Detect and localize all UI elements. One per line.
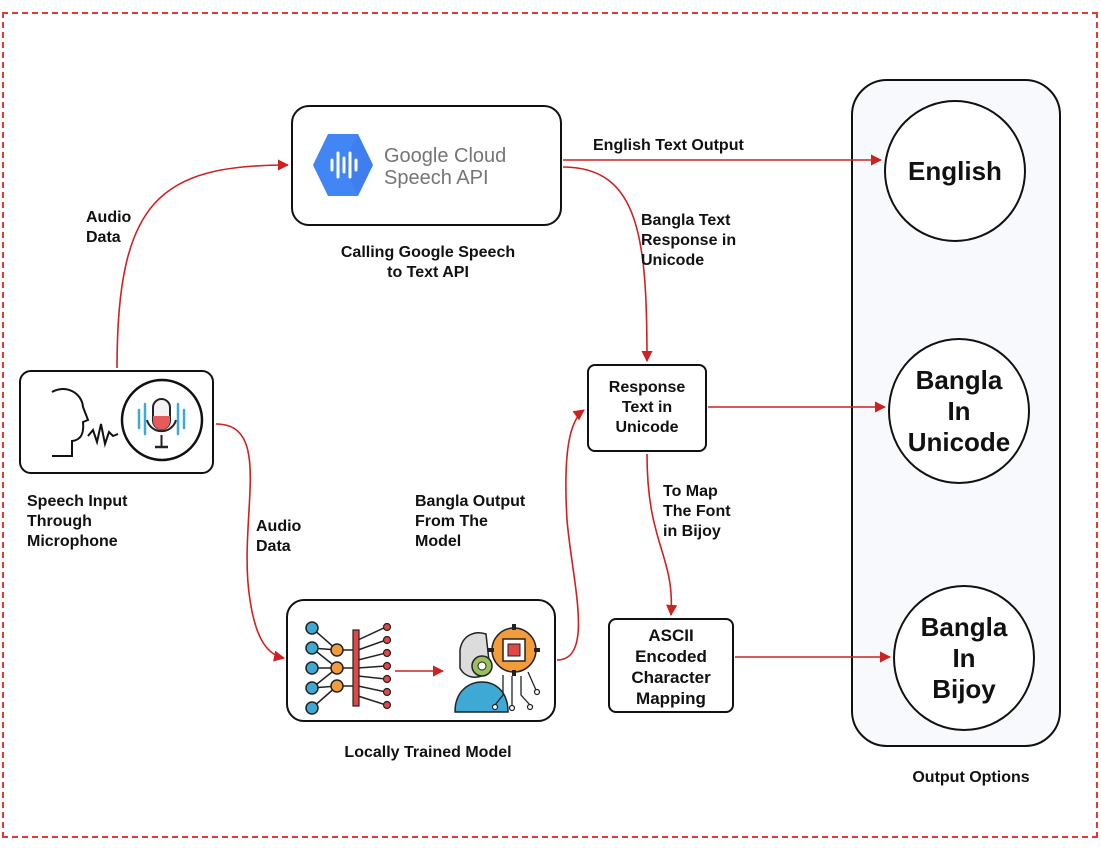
- english-text-output-text: English Text Output: [593, 137, 744, 154]
- output-options-text: Output Options: [912, 769, 1030, 786]
- ai-robot-chip-icon: [454, 624, 541, 713]
- ascii-line-2: Encoded: [635, 647, 707, 666]
- english-text-output-label: English Text Output: [593, 136, 744, 156]
- local-model-caption: Locally Trained Model: [318, 743, 538, 763]
- bangla-output-line-2: From The: [415, 513, 488, 530]
- output-unicode-line-3: Unicode: [907, 426, 1011, 457]
- google-api-box: [291, 105, 562, 226]
- output-unicode-line-2: In: [947, 395, 971, 426]
- bangla-response-line-2: Response in: [641, 232, 737, 249]
- google-cloud-speech-logo: [313, 134, 373, 196]
- arrow-response-to-ascii: [646, 453, 678, 617]
- google-caption-line-1: Calling Google Speech: [340, 244, 516, 261]
- local-model-text: Locally Trained Model: [344, 744, 512, 761]
- head-speaking-icon: [51, 388, 119, 457]
- output-bijoy-line-3: Bijoy: [932, 673, 996, 704]
- ascii-line-3: Character: [631, 668, 711, 687]
- ascii-line-1: ASCII: [648, 626, 694, 645]
- bangla-response-line-1: Bangla Text: [641, 212, 731, 229]
- audio-data-top-label: Audio Data: [86, 208, 131, 248]
- audio-data-bottom-label: Audio Data: [256, 517, 301, 557]
- google-logo-line-1: Google Cloud: [384, 145, 507, 167]
- audio-data-bottom-line-2: Data: [256, 538, 291, 555]
- response-box-line-2: Text in: [621, 399, 673, 416]
- microphone-icon: [120, 378, 204, 462]
- map-font-line-1: To Map: [663, 483, 718, 500]
- google-caption: Calling Google Speech to Text API: [318, 243, 538, 283]
- output-bijoy-circle: Bangla In Bijoy: [893, 585, 1035, 731]
- output-options-caption: Output Options: [881, 768, 1061, 788]
- ascii-mapping-box: ASCII Encoded Character Mapping: [608, 618, 734, 713]
- audio-data-bottom-line-1: Audio: [256, 518, 302, 535]
- ascii-line-4: Mapping: [636, 689, 706, 708]
- google-caption-line-2: to Text API: [387, 264, 469, 281]
- output-bijoy-line-1: Bangla: [920, 611, 1008, 642]
- output-bijoy-line-2: In: [952, 642, 976, 673]
- output-unicode-line-1: Bangla: [915, 364, 1003, 395]
- speech-input-line-3: Microphone: [27, 533, 118, 550]
- bangla-response-line-3: Unicode: [641, 252, 705, 269]
- audio-data-top-line-1: Audio: [86, 209, 132, 226]
- speech-input-caption: Speech Input Through Microphone: [27, 492, 127, 552]
- response-text-box: Response Text in Unicode: [587, 364, 707, 452]
- map-font-line-2: The Font: [663, 503, 731, 520]
- output-english-circle: English: [884, 100, 1026, 242]
- diagram-frame: [2, 12, 1098, 838]
- map-font-line-3: in Bijoy: [663, 523, 721, 540]
- audio-data-top-line-2: Data: [86, 229, 121, 246]
- response-box-line-1: Response: [608, 379, 686, 396]
- neural-network-icon: [305, 621, 392, 715]
- bangla-output-line-3: Model: [415, 533, 462, 550]
- google-logo-text: Google Cloud Speech API: [384, 145, 506, 189]
- google-logo-line-2: Speech API: [384, 167, 489, 189]
- arrow-local-to-response: [556, 409, 585, 661]
- arrow-google-to-response: [562, 166, 653, 363]
- arrow-audio-to-local: [215, 423, 286, 662]
- map-font-label: To Map The Font in Bijoy: [663, 482, 731, 542]
- output-english-label: English: [908, 155, 1002, 186]
- bangla-output-line-1: Bangla Output: [415, 493, 526, 510]
- arrow-audio-to-google: [116, 159, 290, 369]
- speech-input-line-2: Through: [27, 513, 92, 530]
- bangla-text-response-label: Bangla Text Response in Unicode: [641, 211, 736, 271]
- response-box-line-3: Unicode: [615, 419, 679, 436]
- speech-input-line-1: Speech Input: [27, 493, 128, 510]
- bangla-output-label: Bangla Output From The Model: [415, 492, 525, 552]
- output-unicode-circle: Bangla In Unicode: [888, 338, 1030, 484]
